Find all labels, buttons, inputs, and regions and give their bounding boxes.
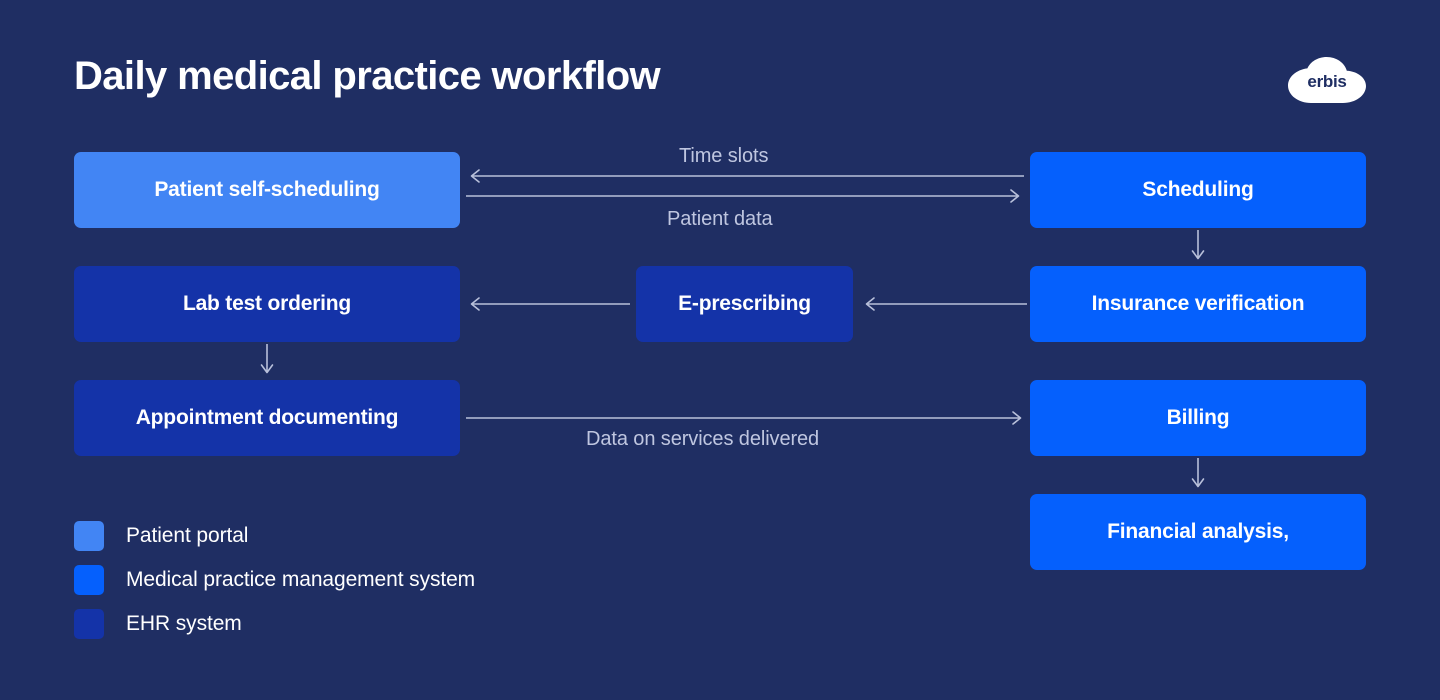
legend: Patient portal Medical practice manageme… — [74, 514, 475, 646]
connector-appointment-documenting-to-billing — [466, 411, 1026, 425]
cloud-icon — [1288, 57, 1366, 103]
connector-patient-self-scheduling-to-scheduling — [466, 189, 1024, 203]
node-scheduling[interactable]: Scheduling — [1030, 152, 1366, 228]
logo-text: erbis — [1307, 72, 1347, 91]
legend-item-patient-portal: Patient portal — [74, 514, 475, 558]
node-e-prescribing[interactable]: E-prescribing — [636, 266, 853, 342]
edge-label-patient-data: Patient data — [667, 208, 773, 230]
connector-scheduling-to-patient-self-scheduling — [466, 169, 1024, 183]
page-title: Daily medical practice workflow — [74, 54, 661, 98]
node-lab-test-ordering[interactable]: Lab test ordering — [74, 266, 460, 342]
edge-label-time-slots: Time slots — [679, 145, 769, 167]
connector-insurance-verification-to-e-prescribing — [861, 297, 1027, 311]
connector-billing-to-financial-analysis — [1191, 458, 1205, 492]
legend-label-patient-portal: Patient portal — [126, 524, 249, 547]
erbis-logo: erbis — [1288, 57, 1366, 103]
node-insurance-verification[interactable]: Insurance verification — [1030, 266, 1366, 342]
edge-label-data-on-services-delivered: Data on services delivered — [586, 428, 820, 450]
node-appointment-documenting[interactable]: Appointment documenting — [74, 380, 460, 456]
node-financial-analysis[interactable]: Financial analysis, — [1030, 494, 1366, 570]
node-patient-self-scheduling[interactable]: Patient self-scheduling — [74, 152, 460, 228]
connector-e-prescribing-to-lab-test-ordering — [466, 297, 630, 311]
legend-label-ehr: EHR system — [126, 612, 242, 635]
connector-scheduling-to-insurance-verification — [1191, 230, 1205, 264]
legend-label-practice-management: Medical practice management system — [126, 568, 476, 591]
legend-swatch-practice-management — [74, 565, 104, 595]
legend-swatch-patient-portal — [74, 521, 104, 551]
legend-swatch-ehr — [74, 609, 104, 639]
node-billing[interactable]: Billing — [1030, 380, 1366, 456]
legend-item-practice-management: Medical practice management system — [74, 558, 475, 602]
connector-lab-test-ordering-to-appointment-documenting — [260, 344, 274, 378]
legend-item-ehr: EHR system — [74, 602, 475, 646]
